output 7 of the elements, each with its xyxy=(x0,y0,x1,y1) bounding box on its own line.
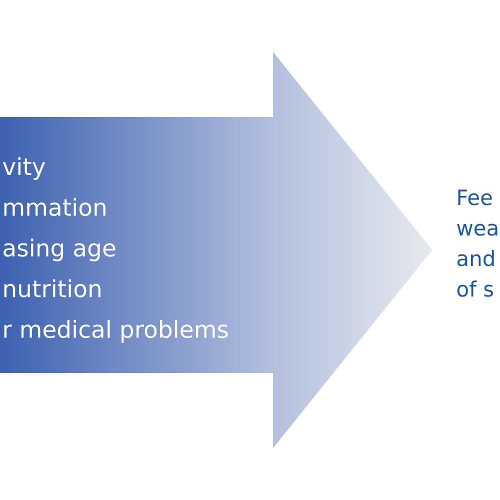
list-item: vity xyxy=(2,157,46,180)
block-arrow xyxy=(0,52,432,448)
list-item: asing age xyxy=(4,238,116,262)
list-item: r medical problems xyxy=(4,320,228,343)
text-label: Fee wea and of s xyxy=(457,190,498,297)
list-item: nutrition xyxy=(4,279,100,298)
list-item: mmation xyxy=(4,198,106,216)
